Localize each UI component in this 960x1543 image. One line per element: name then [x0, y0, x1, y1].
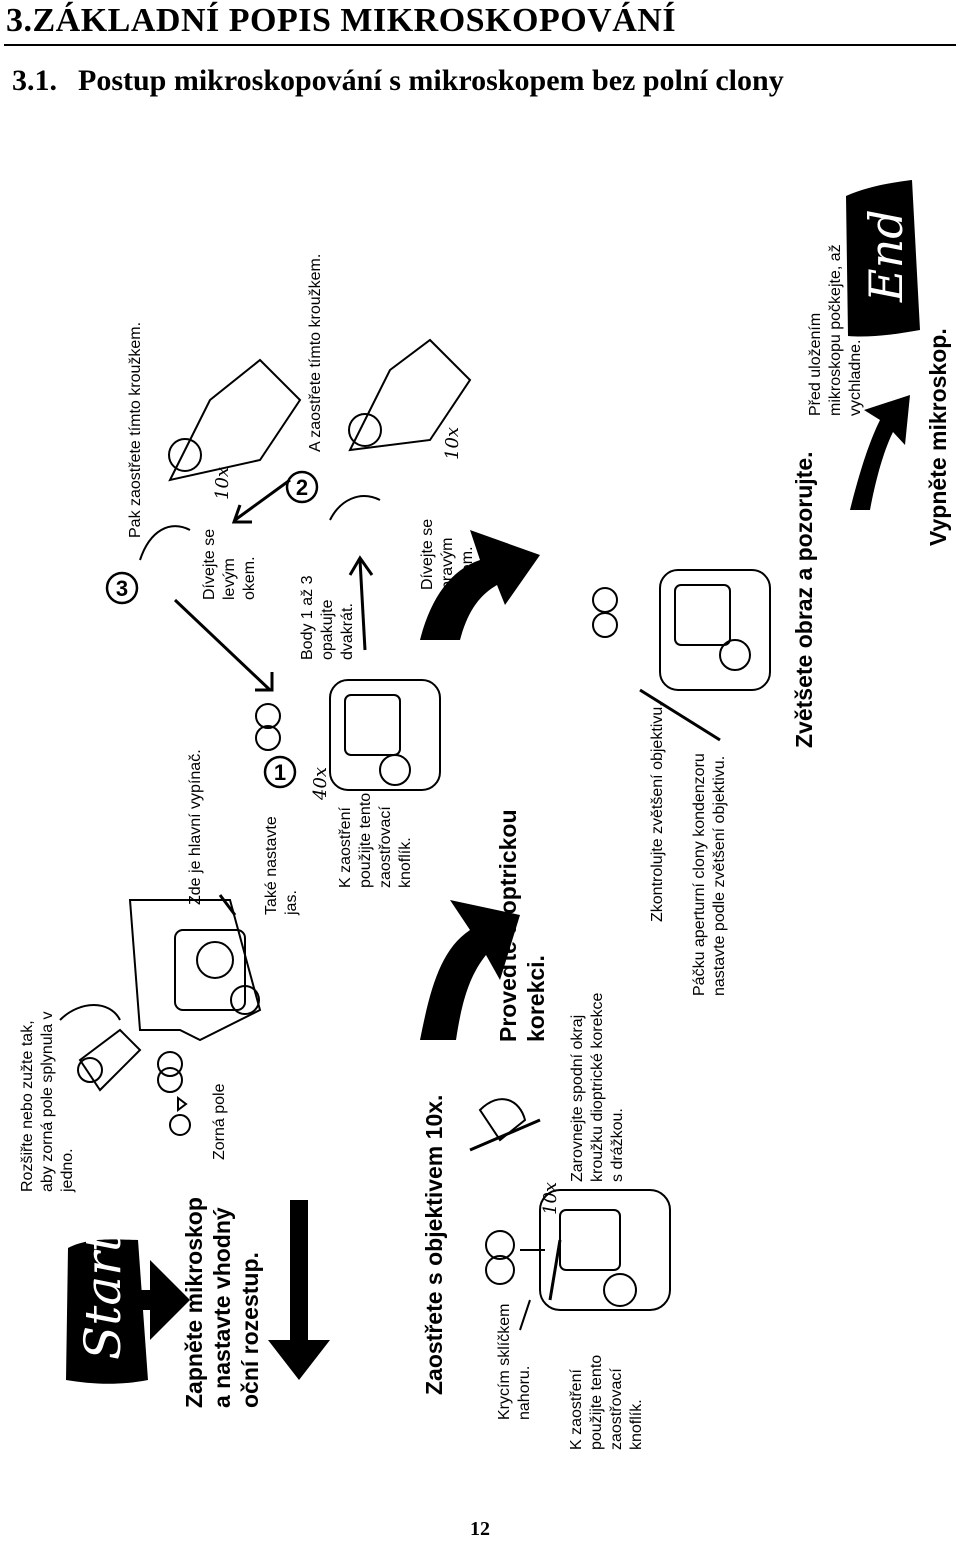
end-badge-text: End: [859, 209, 913, 303]
step2-note-slide: Krycím sklíčkem nahoru.: [496, 1303, 533, 1420]
step3-note-ring-right: A zaostřete tímto kroužkem.: [307, 253, 324, 452]
step1-note-fields: Rozšiřte nebo zužte tak, aby zorná pole …: [19, 1011, 76, 1192]
microscope-3: [255, 679, 441, 791]
callout-arrows: [173, 478, 721, 1301]
mag-label-10x-left: 10x: [212, 467, 233, 500]
mag-label-10x-step2: 10x: [540, 1182, 561, 1215]
section-name: Postup mikroskopování s mikroskopem bez …: [78, 64, 784, 97]
mag-label-10x-right: 10x: [442, 427, 463, 460]
step-circle-3: 3: [105, 571, 139, 605]
step-circle-1-text: 1: [274, 760, 286, 785]
chapter-title: 3.ZÁKLADNÍ POPIS MIKROSKOPOVÁNÍ: [6, 2, 677, 39]
mag-label-40x: 40x: [310, 767, 331, 801]
step3-note-focus40: K zaostření použijte tento zaostřovací k…: [337, 792, 414, 888]
step5-title: Vypněte mikroskop.: [925, 328, 951, 546]
microscope-2: [478, 1098, 671, 1331]
flow-arrow-up-2: [420, 530, 540, 640]
section-number: 3.1.: [12, 64, 57, 97]
step3-note-left-eye: Dívejte se levým okem.: [201, 528, 258, 600]
step-circle-2-text: 2: [296, 475, 308, 500]
step1-title: Zapněte mikroskop a nastavte vhodný oční…: [181, 1197, 263, 1408]
microscope-1: [59, 899, 262, 1092]
eyepiece-fields: [157, 1051, 191, 1136]
step1-note-switch: Zde je hlavní vypínač.: [187, 749, 204, 905]
flow-arrow-up: [420, 900, 520, 1040]
step1-field-label: Zorná pole: [211, 1083, 228, 1161]
step2-note-focus: K zaostření použijte tento zaostřovací k…: [568, 1354, 645, 1450]
step-circle-3-text: 3: [116, 576, 128, 601]
eyepiece-right-closeup: [329, 338, 472, 521]
step3-note-repeat: Body 1 až 3 opakujte dvakrát.: [299, 575, 356, 661]
step2-title: Zaostřete s objektivem 10x.: [421, 1094, 447, 1395]
start-badge: Start: [66, 1231, 148, 1384]
page-number: 12: [470, 1518, 490, 1540]
step4-title: Zvětšete obraz a pozorujte.: [791, 451, 817, 748]
end-badge: End: [846, 180, 920, 337]
step2-note-ring: Zarovnejte spodní okraj kroužku dioptric…: [569, 992, 626, 1182]
step3-note-ring-left: Pak zaostřete tímto kroužkem.: [127, 321, 144, 538]
step1-note-brightness: Také nastavte jas.: [263, 816, 300, 915]
flow-arrow-down: [268, 1200, 330, 1380]
step4-note-check: Zkontrolujte zvětšení objektivu.: [649, 702, 666, 922]
step3-title: Proveďte dioptrickou korekci.: [495, 809, 549, 1042]
eyepiece-left-closeup: [139, 358, 302, 561]
step3-note-right-eye: Dívejte se pravým okem.: [419, 518, 476, 590]
flow-arrow-end: [850, 395, 910, 510]
section-title: 3.1. Postup mikroskopování s mikroskopem …: [12, 64, 784, 98]
step4-note-aperture: Páčku aperturní clony kondenzoru nastavt…: [691, 753, 728, 996]
step5-note-cool: Před uložením mikroskopu počkejte, až vy…: [807, 244, 864, 416]
step-circle-1: 1: [263, 755, 297, 789]
microscope-4: [592, 569, 771, 691]
flow-arrow-start: [140, 1260, 190, 1340]
start-badge-text: Start: [74, 1231, 132, 1360]
step-circle-2: 2: [285, 470, 319, 504]
title-rule: [4, 44, 956, 46]
